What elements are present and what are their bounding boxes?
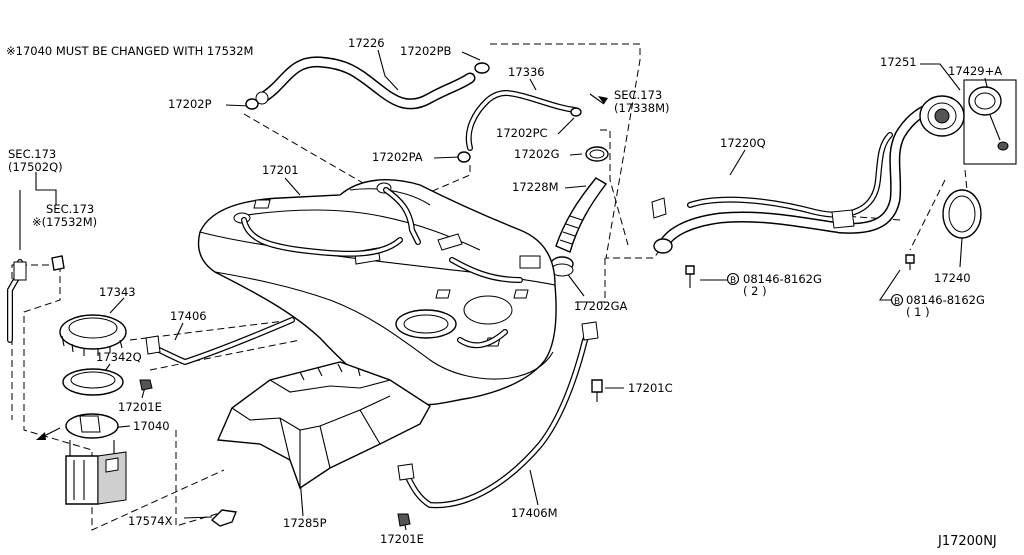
lock-ring-17343[interactable] — [59, 314, 127, 356]
label-sec173-mid[interactable]: SEC.173 — [46, 202, 94, 216]
label-sec173-mid-ref: ※(17532M) — [32, 215, 97, 229]
fuel-pump-17040[interactable] — [65, 413, 127, 505]
connector-sec173-mid[interactable] — [51, 255, 65, 271]
label-17220Q[interactable]: 17220Q — [720, 136, 766, 150]
label-17240[interactable]: 17240 — [934, 271, 971, 285]
clamp-17202PB[interactable] — [474, 62, 490, 74]
label-bolt-qty-1: ( 1 ) — [906, 305, 930, 319]
label-17201E-a[interactable]: 17201E — [118, 400, 162, 414]
bolt-marker-letter: B — [894, 297, 900, 307]
label-17202P[interactable]: 17202P — [168, 97, 212, 111]
label-17336[interactable]: 17336 — [508, 65, 545, 79]
fuel-cap-17429A[interactable] — [963, 79, 1017, 165]
filler-gasket-17240[interactable] — [942, 189, 982, 239]
bolt-08146-8162G-1[interactable] — [905, 254, 915, 270]
clamp-17202PA[interactable] — [457, 151, 471, 163]
label-bolt-08146-1[interactable]: 08146-8162G — [906, 293, 985, 307]
label-17202PC[interactable]: 17202PC — [496, 126, 548, 140]
filler-hose-17228M[interactable] — [555, 177, 608, 253]
bracket-sec173-left[interactable] — [7, 259, 27, 343]
label-sec173-left-ref: (17502Q) — [8, 160, 63, 174]
clip-17574X[interactable] — [210, 509, 237, 527]
clamp-17202PC[interactable] — [570, 107, 582, 117]
label-17406M[interactable]: 17406M — [511, 506, 558, 520]
diagram-code: J17200NJ — [937, 534, 997, 549]
label-17574X[interactable]: 17574X — [128, 514, 173, 528]
strap-17406M[interactable] — [397, 321, 599, 509]
heat-shield-17285P[interactable] — [216, 361, 431, 490]
label-sec173-left[interactable]: SEC.173 — [8, 147, 56, 161]
bolt-marker-letter: B — [730, 276, 736, 286]
label-17202PA[interactable]: 17202PA — [372, 150, 423, 164]
label-17342Q[interactable]: 17342Q — [96, 350, 142, 364]
label-17201[interactable]: 17201 — [262, 163, 299, 177]
label-17201C[interactable]: 17201C — [628, 381, 673, 395]
bolt-17201C[interactable] — [591, 379, 603, 402]
label-17202G[interactable]: 17202G — [514, 147, 560, 161]
label-bolt-08146-2[interactable]: 08146-8162G — [743, 272, 822, 286]
label-17228M[interactable]: 17228M — [512, 180, 559, 194]
bolt-marker-2: B — [726, 272, 740, 286]
label-17201E-b[interactable]: 17201E — [380, 532, 424, 546]
hose-17226[interactable] — [255, 56, 476, 110]
label-17202GA[interactable]: 17202GA — [574, 299, 627, 313]
bolt-08146-8162G-2[interactable] — [685, 265, 695, 288]
arrow-sec173-top — [589, 93, 608, 105]
dashed-reference-lines — [11, 43, 969, 531]
filler-tube-17220Q[interactable] — [651, 102, 941, 254]
label-17343[interactable]: 17343 — [99, 285, 136, 299]
nut-17201E-a[interactable] — [139, 379, 153, 391]
label-17285P[interactable]: 17285P — [283, 516, 327, 530]
filler-neck-17251[interactable] — [919, 95, 965, 137]
clamp-17202P[interactable] — [245, 98, 259, 110]
label-17251[interactable]: 17251 — [880, 55, 917, 69]
label-group: ※17040 MUST BE CHANGED WITH 17532M 17226… — [6, 36, 1002, 549]
tube-17336[interactable] — [465, 90, 578, 151]
label-bolt-qty-2: ( 2 ) — [743, 284, 767, 298]
arrow-17040 — [36, 427, 61, 440]
bolt-marker-1: B — [890, 293, 904, 307]
label-17040[interactable]: 17040 — [133, 419, 170, 433]
fuel-tank-17201[interactable] — [197, 179, 557, 406]
part-note: ※17040 MUST BE CHANGED WITH 17532M — [6, 44, 253, 58]
nut-17201E-b[interactable] — [397, 513, 411, 527]
label-17202PB[interactable]: 17202PB — [400, 44, 452, 58]
label-17429A[interactable]: 17429+A — [948, 64, 1002, 78]
label-sec173-top-ref: (17338M) — [614, 101, 669, 115]
gasket-17342Q[interactable] — [62, 368, 124, 396]
label-17406[interactable]: 17406 — [170, 309, 207, 323]
strap-17406[interactable] — [145, 317, 295, 365]
label-sec173-top[interactable]: SEC.173 — [614, 88, 662, 102]
label-17226[interactable]: 17226 — [348, 36, 385, 50]
clamp-17202G[interactable] — [585, 146, 609, 162]
